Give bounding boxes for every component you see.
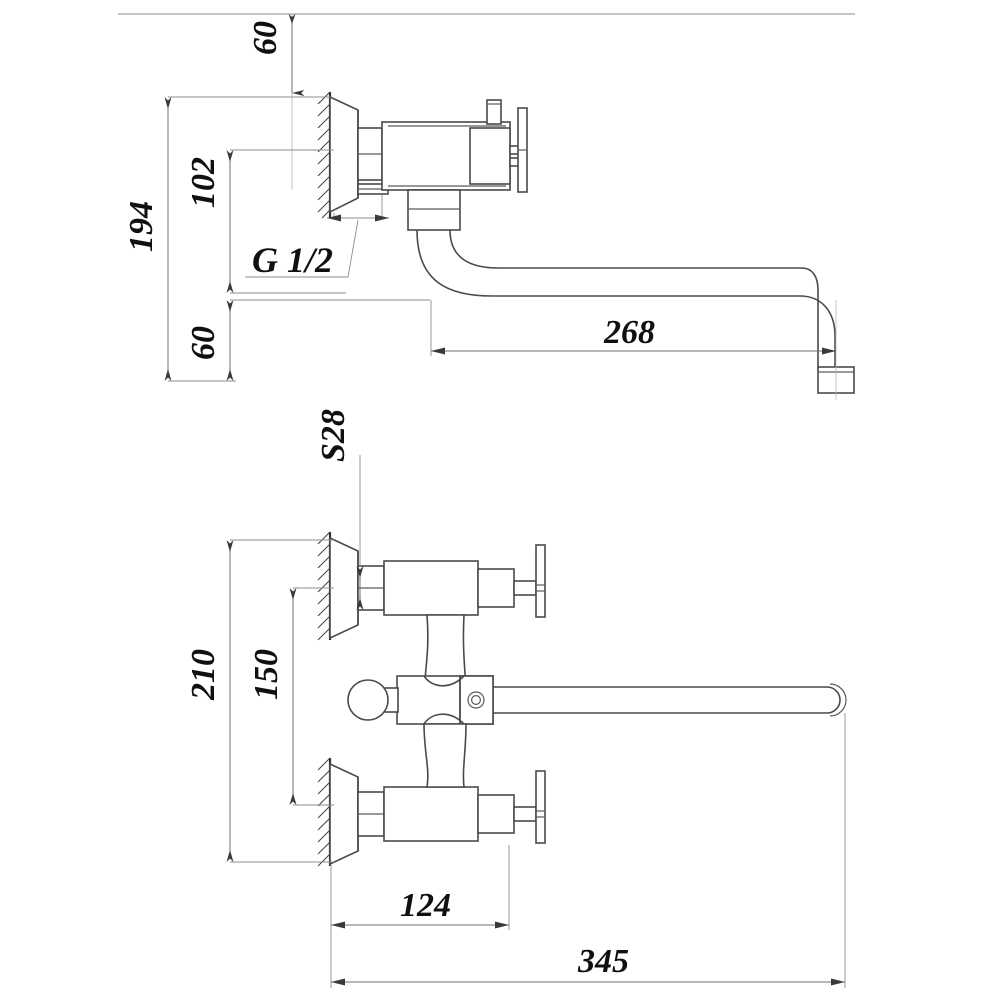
dimension-label-194: 194 — [123, 201, 160, 252]
dimension-label-s28: S28 — [315, 409, 352, 462]
wall-section-front-lower — [317, 757, 332, 867]
side-view — [317, 91, 855, 400]
valve-inlet-collar-front-upper — [357, 565, 385, 611]
valve-inlet-collar-front-lower — [357, 791, 385, 837]
handle-arm-lower — [423, 723, 467, 788]
valve-body-side-view — [381, 121, 511, 191]
wall-section-side-view — [317, 91, 332, 219]
spout-bar-front — [493, 683, 847, 717]
cross-hub-front — [396, 675, 494, 725]
spindle-callout-s28: S28 — [315, 409, 364, 610]
dimension-label-268: 268 — [603, 314, 655, 351]
spout-base-collar-side-view — [407, 189, 461, 231]
dimension-label-345: 345 — [577, 943, 629, 980]
dimension-label-60-bottom: 60 — [185, 326, 222, 360]
wall-section-front-upper — [317, 531, 332, 641]
dimension-150: 150 — [248, 587, 334, 806]
dimension-label-60-top: 60 — [247, 21, 284, 55]
dimension-345: 345 — [330, 713, 846, 988]
thread-callout-g12: G 1/2 — [245, 195, 389, 280]
dimension-210: 210 — [185, 539, 334, 863]
dimension-60-top: 60 — [243, 14, 330, 190]
dimension-label-150: 150 — [248, 649, 285, 700]
dimension-label-210: 210 — [185, 649, 222, 701]
valve-body-front-upper — [383, 544, 546, 618]
dimension-268: 268 — [430, 300, 836, 356]
dimension-194: 194 — [123, 96, 330, 382]
dimension-124: 124 — [330, 845, 510, 930]
wall-flange-front-upper — [329, 536, 359, 640]
wall-flange-front-lower — [329, 762, 359, 866]
wall-flange-side-view — [329, 95, 359, 214]
left-knob-front — [347, 679, 399, 721]
dimension-102: 102 — [185, 149, 346, 294]
dimension-label-g12: G 1/2 — [252, 240, 333, 280]
dimension-60-bottom: 60 — [185, 299, 430, 382]
valve-body-front-lower — [383, 770, 546, 844]
front-view — [317, 531, 847, 867]
spout-tube-side-view — [416, 229, 836, 370]
side-view-dimensions: 60 194 102 60 — [123, 14, 836, 382]
dimension-label-102: 102 — [185, 157, 222, 208]
dimension-label-124: 124 — [400, 887, 451, 924]
front-view-dimensions: S28 210 150 124 — [185, 409, 846, 988]
cross-handle-side-view — [517, 107, 528, 193]
